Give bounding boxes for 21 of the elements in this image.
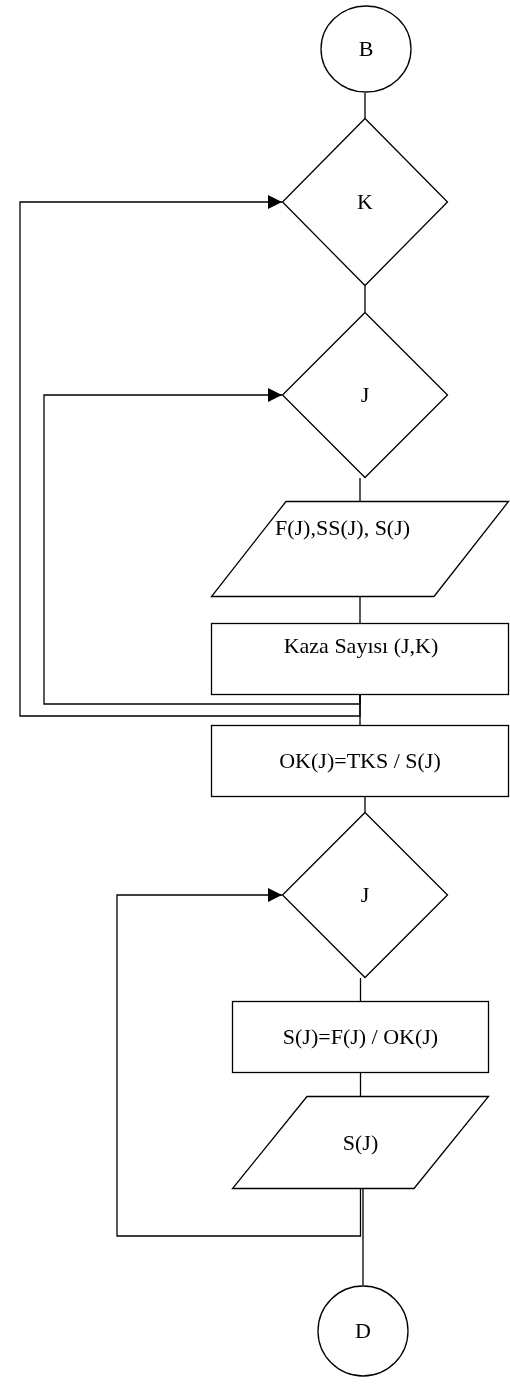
arrow — [43, 388, 361, 705]
node-label: S(J)=F(J) / OK(J) — [282, 1024, 439, 1050]
node-label: B — [358, 36, 374, 62]
arrow — [19, 195, 361, 717]
connector-line — [364, 796, 366, 813]
arrow — [116, 888, 362, 1237]
connector-line — [364, 285, 366, 313]
node-label: Kaza Sayısı (J,K) — [282, 633, 440, 659]
connector-line — [362, 1188, 364, 1286]
connector-line — [364, 92, 366, 119]
node-label: D — [355, 1318, 371, 1344]
connector-line — [359, 1072, 362, 1097]
connector-line — [359, 977, 362, 1002]
connector-line — [359, 477, 361, 502]
node-label: S(J) — [342, 1129, 379, 1156]
node-label: F(J),SS(J), S(J) — [275, 515, 412, 541]
node-label: J — [360, 882, 370, 908]
node-label: K — [357, 189, 373, 215]
node-label: OK(J)=TKS / S(J) — [279, 748, 441, 774]
connector-line — [359, 596, 361, 624]
node-label: J — [360, 382, 370, 408]
